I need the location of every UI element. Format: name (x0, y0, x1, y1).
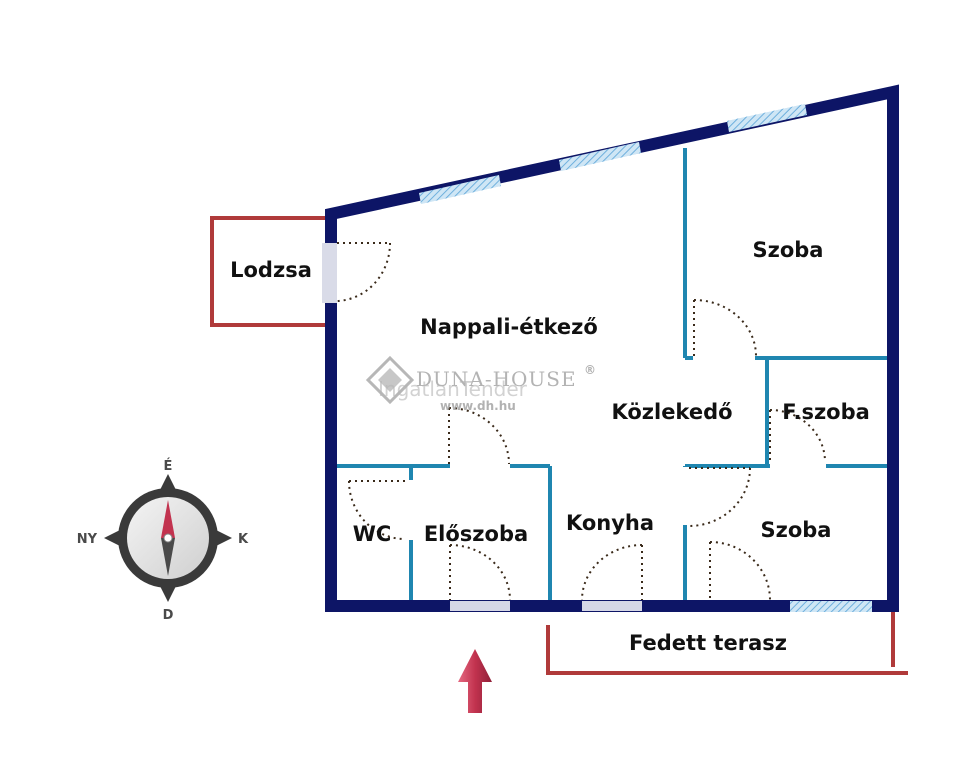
room-label-wc: WC (353, 522, 392, 546)
lodzsa-outline (210, 216, 328, 327)
door-nappali (448, 407, 510, 465)
door-szoba-bottom-side (688, 467, 751, 527)
door-wc (348, 480, 406, 540)
compass-north: É (164, 458, 173, 474)
watermark: DUNA-HOUSE ® IngatlanTender www.dh.hu (365, 355, 596, 413)
room-labels: Lodzsa Nappali-étkező Szoba Közlekedő F.… (230, 238, 870, 655)
balcony-outlines (210, 216, 908, 675)
room-label-kozlekedo: Közlekedő (611, 400, 732, 424)
door-opening-eloszoba (450, 601, 510, 611)
watermark-registered: ® (584, 363, 596, 377)
room-label-lodzsa: Lodzsa (230, 258, 312, 282)
compass-south: D (163, 608, 174, 623)
duna-house-logo-icon (365, 355, 415, 405)
compass-east: K (238, 532, 249, 547)
door-szoba-bottom (709, 541, 771, 601)
entrance-arrow-icon (458, 649, 492, 713)
room-label-szoba-top: Szoba (753, 238, 824, 262)
room-label-eloszoba: Előszoba (424, 522, 528, 546)
compass-needle-north-icon (161, 500, 175, 538)
compass-needle-south-icon (161, 538, 175, 576)
room-label-szoba-bottom: Szoba (761, 518, 832, 542)
watermark-sub: IngatlanTender (378, 377, 528, 401)
door-swings (336, 242, 826, 601)
door-konyha (581, 544, 643, 601)
room-label-nappali: Nappali-étkező (420, 315, 598, 339)
door-lodzsa (336, 242, 391, 302)
door-gaps (408, 355, 826, 540)
watermark-url: www.dh.hu (440, 399, 516, 413)
door-opening-konyha (582, 601, 642, 611)
room-label-terasz: Fedett terasz (629, 631, 787, 655)
door-szoba-top (693, 299, 757, 357)
compass: É D NY K (77, 458, 249, 623)
room-label-fszoba: F.szoba (782, 400, 870, 424)
room-label-konyha: Konyha (566, 511, 654, 535)
compass-west: NY (77, 532, 98, 547)
watermark-brand: DUNA-HOUSE (416, 367, 577, 391)
door-fszoba (769, 409, 826, 463)
terrace-outline (546, 625, 908, 675)
door-eloszoba (449, 544, 511, 601)
windows-overlay (325, 104, 872, 612)
